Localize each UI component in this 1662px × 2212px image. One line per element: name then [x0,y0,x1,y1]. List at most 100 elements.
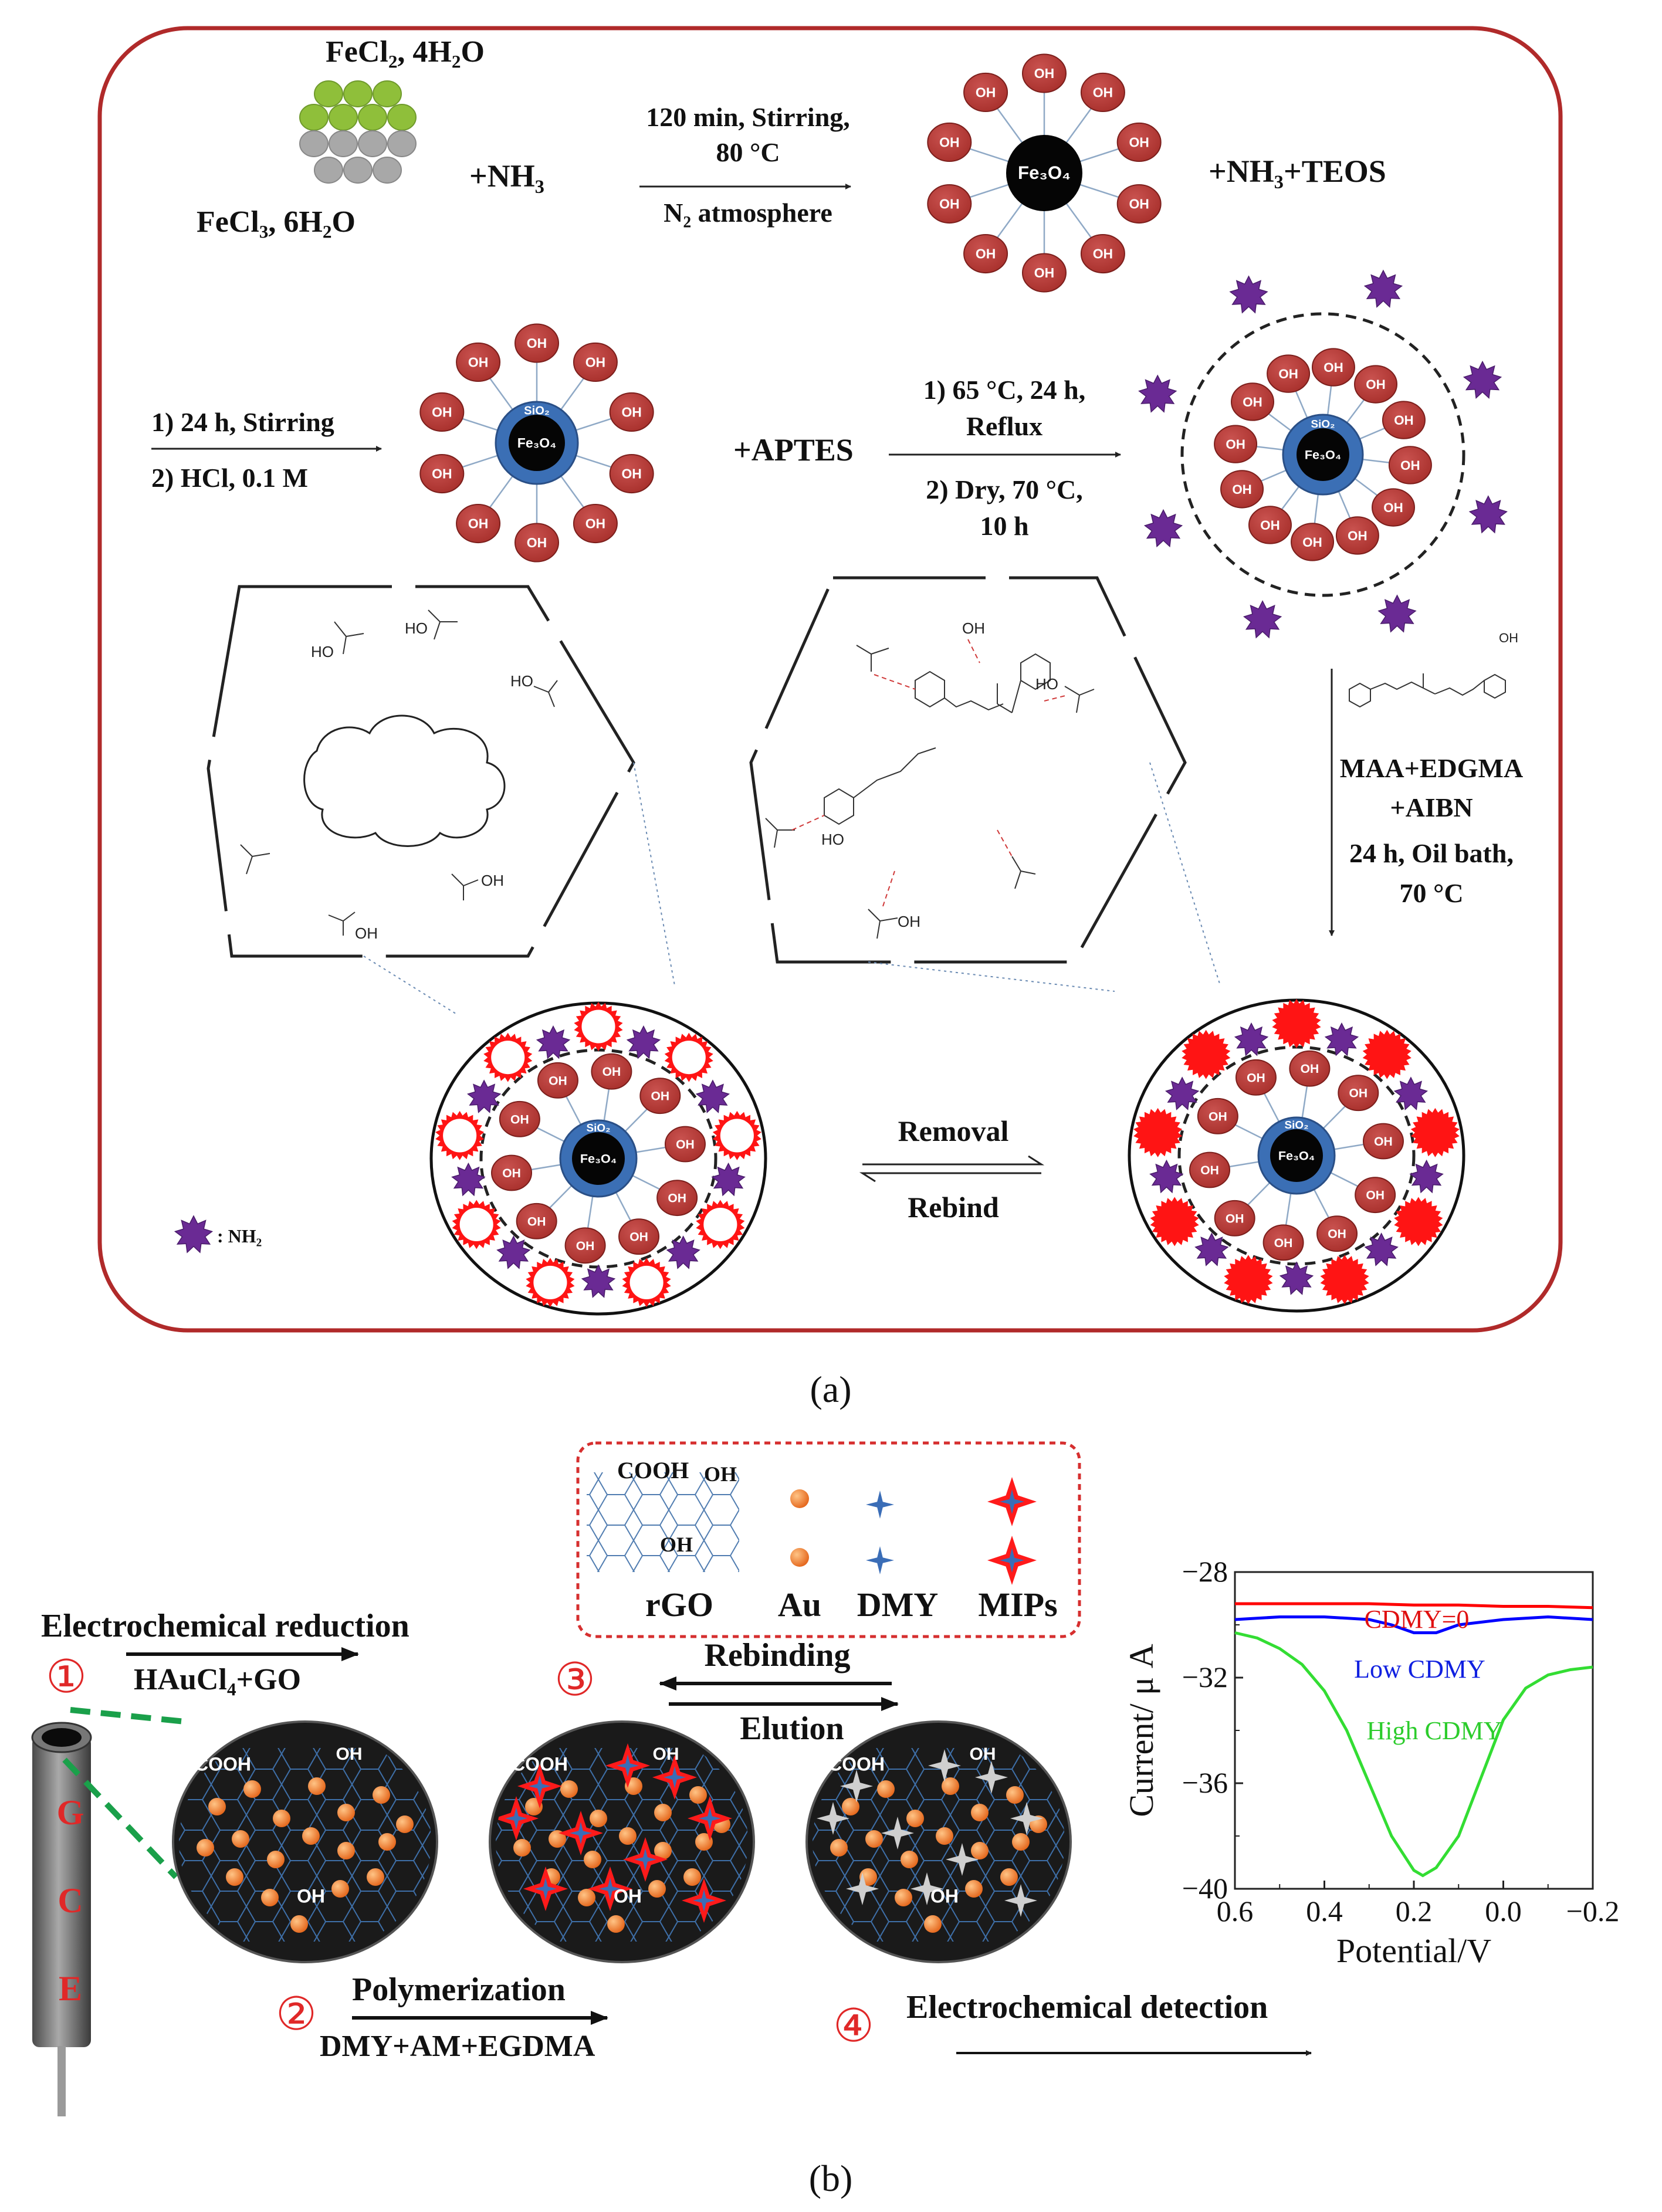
equilibrium-arrows [859,1155,1045,1183]
au-nanoparticle [560,1780,578,1798]
core-label: Fe₃O₄ [580,1151,617,1166]
nh2-group [1143,509,1183,548]
nh2-group [1409,1159,1444,1194]
disc-oh-label: OH [336,1744,363,1764]
oh-label: OH [527,1215,546,1228]
au-nanoparticle [619,1827,637,1845]
core-label: Fe₃O₄ [1305,448,1341,462]
empty-mip-cavity [1010,1802,1043,1835]
cooh-label-1: HO [311,643,334,660]
oh-label: OH [1226,1212,1244,1225]
dmy-molecule [866,1491,894,1519]
empty-mip-cavity [910,1872,943,1905]
oh-label: OH [939,135,959,150]
au-nanoparticle [830,1839,848,1857]
step3-line3: 2) Dry, 70 °C, [926,475,1083,504]
oh-label: OH [1301,1062,1319,1076]
x-tick-label: 0.4 [1306,1895,1343,1928]
mip-legend-icons [987,1477,1037,1585]
step4-line4: 70 °C [1399,878,1463,908]
oh-label: OH [1034,66,1054,81]
oh-label: OH [576,1239,595,1253]
oh-label: OH [976,246,996,262]
au-nanoparticle [584,1851,601,1868]
oh-group [1022,53,1067,93]
nh2-group [1393,1076,1429,1110]
magnetic-core [1297,428,1349,481]
oh-label: OH [432,466,452,482]
nh2-group [1229,275,1268,314]
bound-template-site [1394,1197,1443,1246]
oh-label: OH [1232,482,1251,497]
magnetic-core [1006,135,1082,211]
oh-label: OH [976,85,996,100]
dmy-molecule [634,1848,656,1871]
rebinding-label: Rebinding [705,1637,851,1674]
step3-number: ③ [554,1654,595,1706]
core-label: Fe₃O₄ [517,435,556,450]
oh-label: OH [432,405,452,420]
au-nanoparticle [197,1839,214,1857]
au-nanoparticle [302,1827,320,1845]
series-label-cdmy-zero: CDMY=0 [1365,1605,1470,1634]
nh2-group [1243,600,1282,639]
oh-group [1235,1059,1277,1096]
au-nanoparticle [877,1780,895,1798]
au-nanoparticle [243,1780,261,1798]
template-oh-label: OH [1499,631,1518,645]
oh-group [1338,1075,1379,1112]
au-nanoparticle [396,1815,414,1833]
oh-group [499,1100,540,1137]
disc-oh-label: OH [297,1885,325,1906]
au-nanoparticle [331,1880,349,1898]
au-nanoparticle [290,1915,308,1933]
step1-title: Electrochemical reduction [41,1608,409,1644]
oh-label: OH [1349,1087,1368,1100]
oh-group [1335,516,1379,555]
oh-label: OH [468,355,488,370]
bound-oh-4: HO [1035,675,1058,693]
nh2-group [1165,1076,1200,1110]
oh-label: OH [510,1113,529,1126]
oh-group [456,342,501,382]
dmy-molecule [1000,1548,1024,1573]
oh-label: OH [629,1231,648,1244]
oh-label: OH [1400,458,1420,473]
au-nanoparticle [273,1810,290,1827]
disc-oh-label: OH [614,1885,642,1906]
au-nanoparticle [654,1804,672,1821]
au-nanoparticle [226,1868,243,1886]
bound-oh-2: HO [821,831,844,848]
bound-template-site [1272,999,1321,1048]
oh-label: OH [585,516,605,531]
shell-label: SiO₂ [1311,418,1335,431]
nh2-group [666,1235,700,1269]
panel-a-frame [97,26,1563,1333]
oh-label: OH [1034,265,1054,280]
oh-label: OH [585,355,605,370]
rgo-legend-sheet [587,1472,739,1572]
oh-label: OH [527,336,547,351]
oh-label: OH [1209,1110,1227,1123]
au-nanoparticle [378,1833,396,1851]
nh2-legend-label: : NH₂ [217,1225,262,1246]
oh-group [1116,184,1162,224]
empty-mip-cavity [946,1843,979,1876]
oh-label: OH [1348,529,1367,543]
nh2-group [496,1235,531,1269]
step2-number: ② [276,1988,317,2041]
oh-group [1354,365,1398,404]
oh-label: OH [1129,197,1149,212]
oh-label: OH [468,516,488,531]
nh2-legend-star [174,1215,214,1254]
step4-title: Electrochemical detection [906,1989,1268,2025]
dmy-molecule [866,1546,894,1574]
step4-number: ④ [833,2000,874,2052]
oh-label: OH [602,1065,621,1079]
dmy-legend-icons [866,1491,894,1574]
y-tick-label: −28 [1182,1555,1228,1588]
oh-label: OH [939,197,959,212]
nh2-group [1279,1261,1314,1295]
